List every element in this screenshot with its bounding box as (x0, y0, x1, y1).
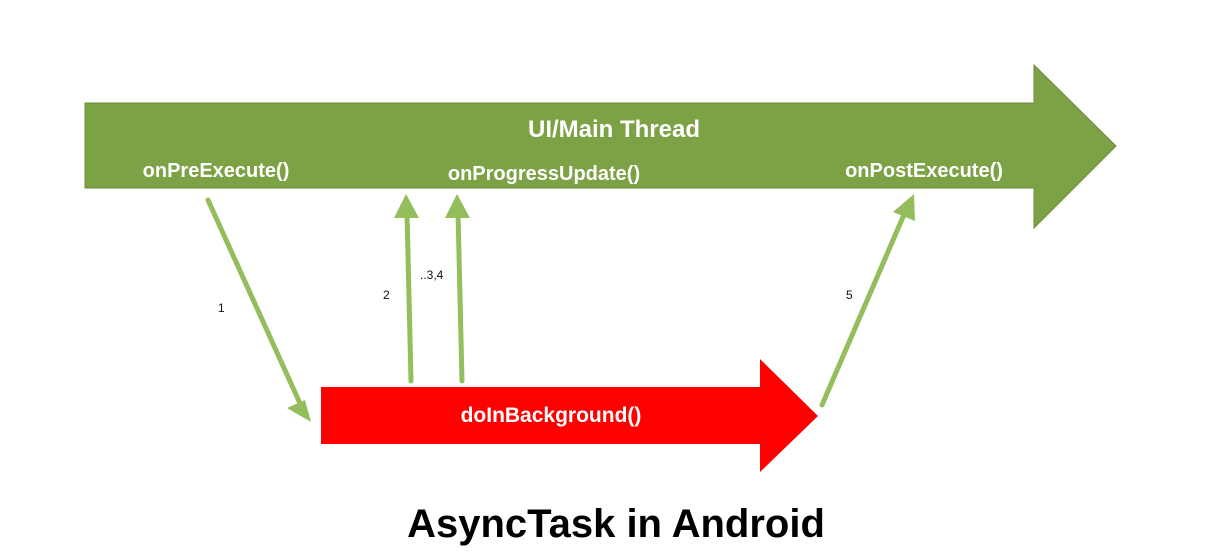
on-post-execute-label: onPostExecute() (845, 160, 1003, 182)
main-thread-arrow (84, 63, 1117, 230)
on-progress-update-label: onProgressUpdate() (448, 163, 640, 185)
step-3-4-connector-arrow (445, 194, 470, 384)
step-2-connector-arrow (394, 194, 419, 384)
on-pre-execute-label: onPreExecute() (143, 160, 290, 182)
step-1-connector-arrow (205, 197, 311, 422)
step-5-connector-arrow (819, 194, 915, 408)
background-thread-arrow (321, 359, 818, 472)
step-3-4-label: ..3,4 (420, 268, 444, 282)
step-5-label: 5 (846, 288, 853, 302)
step-2-label: 2 (383, 288, 390, 302)
step-1-label: 1 (218, 301, 225, 315)
diagram-caption: AsyncTask in Android (407, 502, 825, 546)
main-thread-label: UI/Main Thread (528, 116, 700, 143)
do-in-background-label: doInBackground() (461, 404, 642, 427)
